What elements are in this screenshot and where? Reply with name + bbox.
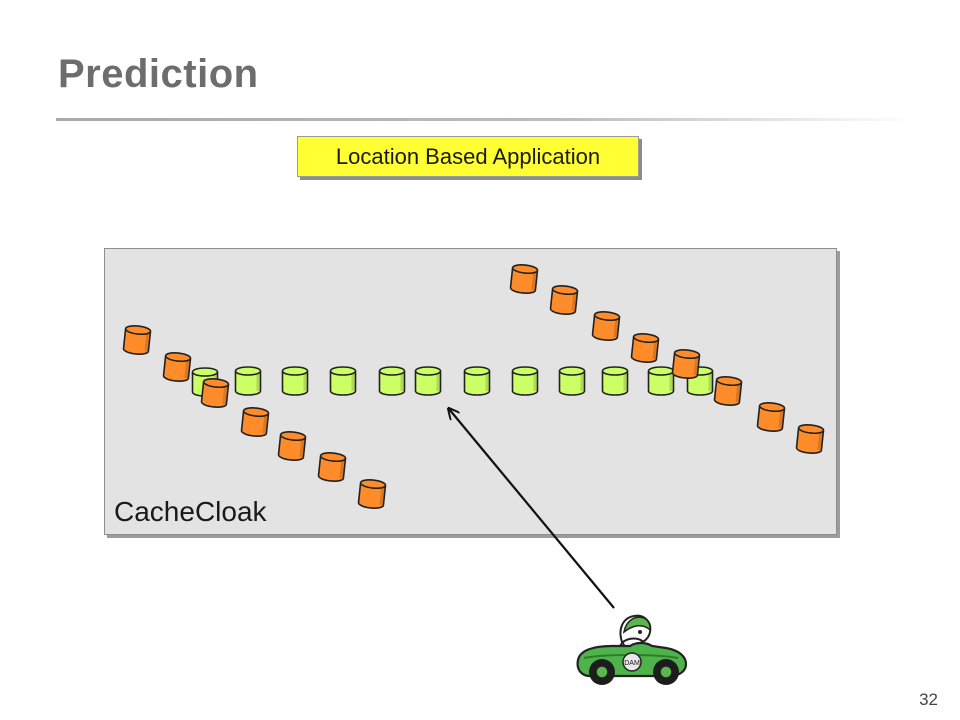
cylinder-orange-icon — [357, 479, 387, 509]
cylinder-green-icon — [647, 366, 675, 396]
cylinder-orange-icon — [795, 424, 825, 454]
page-number: 32 — [919, 690, 938, 709]
cylinder-green-icon — [281, 366, 309, 396]
cylinder-orange-icon — [549, 285, 579, 315]
cylinder-green-icon — [511, 366, 539, 396]
cylinder-orange-icon — [630, 333, 660, 363]
cachecloak-label: CacheCloak — [114, 496, 267, 527]
cylinder-green-icon — [378, 366, 406, 396]
cylinder-green-icon — [329, 366, 357, 396]
cylinder-orange-icon — [122, 325, 152, 355]
cylinder-orange-icon — [509, 264, 539, 294]
cylinder-orange-icon — [277, 431, 307, 461]
node-layer — [122, 264, 825, 509]
cylinder-orange-icon — [162, 352, 192, 382]
cylinder-orange-icon — [240, 407, 270, 437]
cylinder-orange-icon — [317, 452, 347, 482]
cylinder-green-icon — [601, 366, 629, 396]
cylinder-orange-icon — [591, 311, 621, 341]
svg-text:DAM: DAM — [624, 660, 640, 667]
cylinder-orange-icon — [713, 376, 743, 406]
slide-title: Prediction — [58, 52, 259, 96]
cylinder-green-icon — [463, 366, 491, 396]
car-driver-icon: DAM — [576, 614, 688, 685]
cylinder-orange-icon — [200, 378, 230, 408]
cylinder-orange-icon — [756, 402, 786, 432]
request-arrow — [449, 409, 615, 609]
cylinder-green-icon — [414, 366, 442, 396]
title-divider — [56, 118, 916, 121]
cylinder-orange-icon — [671, 349, 701, 379]
cylinder-green-icon — [234, 366, 262, 396]
location-based-application-box: Location Based Application — [297, 136, 639, 177]
cylinder-green-icon — [558, 366, 586, 396]
